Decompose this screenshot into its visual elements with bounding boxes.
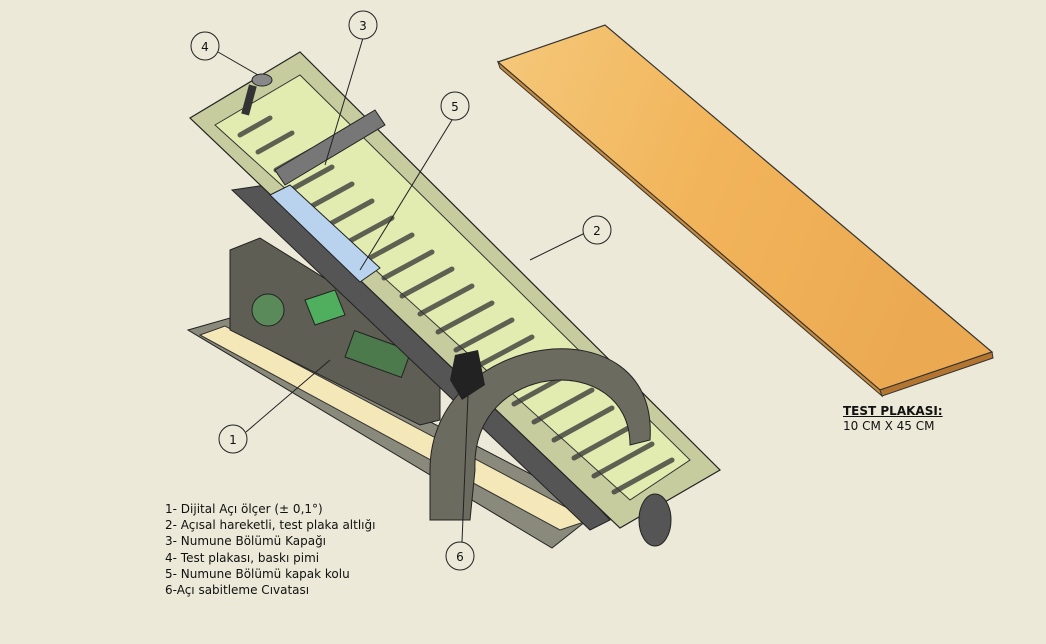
test-plate-label: TEST PLAKASI: 10 CM X 45 CM [843,404,943,434]
pressure-pin [241,73,273,116]
svg-text:3: 3 [359,19,367,33]
parts-legend: 1- Dijital Açı ölçer (± 0,1°) 2- Açısal … [165,501,375,598]
legend-item: 2- Açısal hareketli, test plaka altlığı [165,518,376,533]
test-plate-title: TEST PLAKASI: [843,404,943,418]
svg-text:2: 2 [593,224,601,238]
callout-4: 4 [190,31,220,61]
callout-3: 3 [348,10,378,40]
callout-6: 6 [445,541,475,571]
svg-text:1: 1 [229,433,237,447]
svg-text:4: 4 [201,40,209,54]
callout-2: 2 [582,215,612,245]
angular-tray [189,51,721,529]
test-plate [496,24,994,398]
wheel [638,493,672,547]
legend-item: 6-Açı sabitleme Cıvatası [165,583,310,598]
callout-5: 5 [440,91,470,121]
base-frame [186,237,601,549]
callout-1: 1 [218,424,248,454]
lid-lever [269,184,381,283]
angle-arc [429,348,651,521]
test-plate-size: 10 CM X 45 CM [843,419,935,433]
legend-item: 1- Dijital Açı ölçer (± 0,1°) [165,502,323,516]
svg-text:5: 5 [451,100,459,114]
legend-item: 5- Numune Bölümü kapak kolu [165,566,350,581]
legend-item: 4- Test plakası, baskı pimi [165,550,320,565]
svg-text:6: 6 [456,550,464,564]
legend-item: 3- Numune Bölümü Kapağı [165,534,327,549]
locking-knob [450,350,485,400]
